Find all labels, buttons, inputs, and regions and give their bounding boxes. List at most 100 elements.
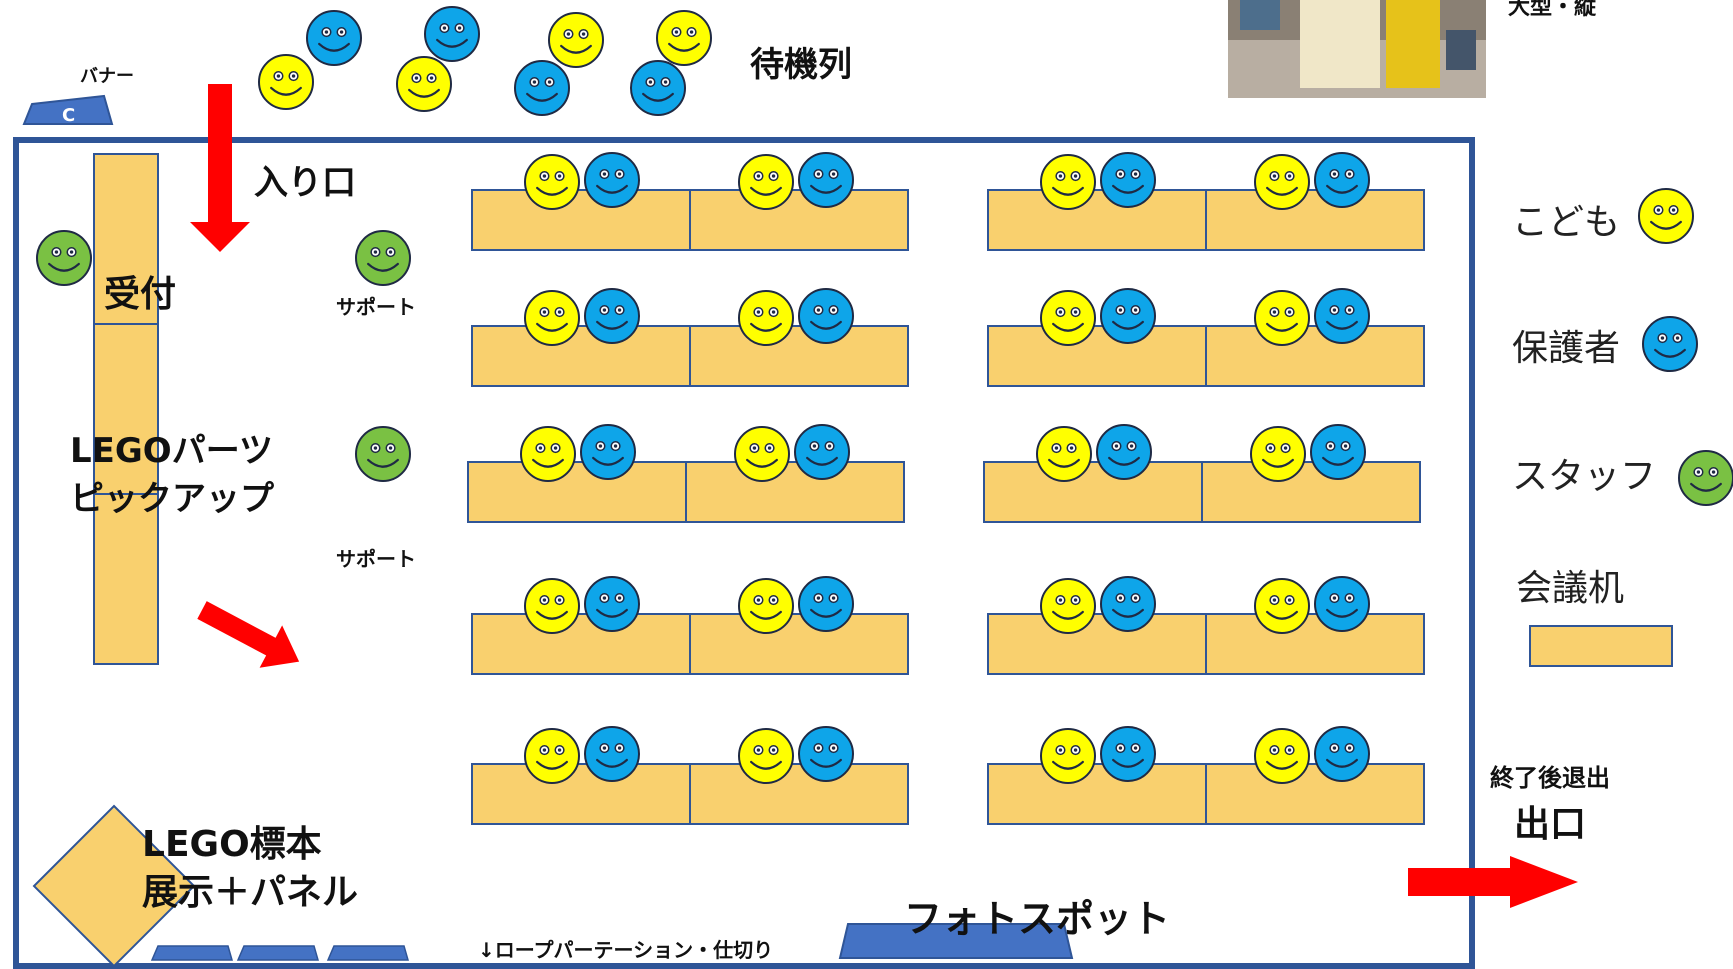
table-r1-b1-2 — [689, 189, 909, 251]
smiley-face-icon — [738, 290, 794, 346]
legend-guardian-label: 保護者 — [1512, 328, 1620, 369]
smiley-face-icon — [580, 424, 636, 480]
waiting-line-label: 待機列 — [750, 45, 852, 85]
smiley-face-icon — [524, 154, 580, 210]
smiley-face-icon — [584, 288, 640, 344]
table-r2-b1-1 — [471, 325, 691, 387]
smiley-face-icon — [1314, 576, 1370, 632]
table-r3-b2-2 — [1201, 461, 1421, 523]
photo-spot-stand — [838, 923, 1074, 959]
table-r3-b1-1 — [467, 461, 687, 523]
smiley-face-icon — [396, 56, 452, 112]
smiley-face-icon — [630, 60, 686, 116]
table-r2-b1-2 — [689, 325, 909, 387]
support-label-2: サポート — [336, 547, 416, 571]
conference-tables — [467, 189, 1425, 825]
entrance-label: 入り口 — [254, 163, 356, 203]
table-r5-b1-1 — [471, 763, 691, 825]
smiley-face-icon — [738, 728, 794, 784]
smiley-face-icon — [1100, 152, 1156, 208]
legend-staff-label: スタッフ — [1512, 456, 1656, 497]
smiley-face-icon — [524, 728, 580, 784]
rope-partition-label: ↓ロープパーテーション・仕切り — [478, 938, 773, 962]
smiley-face-icon — [1314, 726, 1370, 782]
support-label-1: サポート — [336, 295, 416, 319]
venue-photo — [1228, 0, 1486, 98]
smiley-face-icon — [1254, 154, 1310, 210]
smiley-face-icon — [738, 578, 794, 634]
smiley-face-icon — [36, 230, 92, 286]
smiley-face-icon — [1100, 726, 1156, 782]
table-r5-b1-2 — [689, 763, 909, 825]
smiley-face-icon — [1642, 316, 1698, 372]
table-r2-b2-2 — [1205, 325, 1425, 387]
arrow-down-icon — [190, 84, 250, 252]
partition-1 — [150, 945, 233, 961]
table-r1-b2-1 — [987, 189, 1207, 251]
lego-parts-label-2: ピックアップ — [70, 479, 274, 519]
room-outline — [13, 137, 1475, 969]
table-r2-b2-1 — [987, 325, 1207, 387]
lego-sample-display — [32, 804, 196, 968]
smiley-face-icon — [1036, 426, 1092, 482]
smiley-face-icon — [1314, 152, 1370, 208]
exit-label: 出口 — [1514, 804, 1586, 845]
parts-table-lower — [93, 493, 159, 665]
table-r4-b2-1 — [987, 613, 1207, 675]
smiley-face-icon — [306, 10, 362, 66]
smiley-face-icon — [798, 288, 854, 344]
banner-label: バナー — [80, 66, 134, 87]
smiley-face-icon — [738, 154, 794, 210]
smiley-face-icon — [584, 726, 640, 782]
smiley-face-icon — [798, 152, 854, 208]
smiley-face-icon — [1100, 576, 1156, 632]
smiley-face-icon — [1638, 188, 1694, 244]
smiley-face-icon — [514, 60, 570, 116]
smiley-face-icon — [584, 576, 640, 632]
legend-table-label: 会議机 — [1516, 568, 1624, 609]
smiley-face-icon — [1314, 288, 1370, 344]
partition-3 — [326, 945, 409, 961]
partition-2 — [236, 945, 319, 961]
smiley-face-icon — [524, 578, 580, 634]
table-r4-b1-1 — [471, 613, 691, 675]
photo-caption: 大型・縦 — [1508, 0, 1597, 20]
table-r5-b2-1 — [987, 763, 1207, 825]
smiley-face-icon — [548, 12, 604, 68]
smiley-face-icon — [1040, 728, 1096, 784]
legend-child-label: こども — [1512, 202, 1620, 243]
participants — [520, 152, 1370, 784]
reception-label: 受付 — [104, 274, 176, 315]
smiley-face-icon — [1040, 578, 1096, 634]
photo-spot-label: フォトスポット — [904, 897, 1170, 941]
smiley-face-icon — [1254, 578, 1310, 634]
smiley-face-icon — [1678, 450, 1733, 506]
table-r1-b2-2 — [1205, 189, 1425, 251]
table-r5-b2-2 — [1205, 763, 1425, 825]
smiley-face-icon — [355, 426, 411, 482]
lego-sample-label-1: LEGO標本 — [142, 824, 322, 865]
table-r1-b1-1 — [471, 189, 691, 251]
lego-parts-label-1: LEGOパーツ — [70, 431, 273, 471]
smiley-face-icon — [584, 152, 640, 208]
smiley-face-icon — [656, 10, 712, 66]
table-r3-b2-1 — [983, 461, 1203, 523]
smiley-face-icon — [520, 426, 576, 482]
table-r4-b1-2 — [689, 613, 909, 675]
parts-table-upper — [93, 323, 159, 495]
smiley-face-icon — [1100, 288, 1156, 344]
smiley-face-icon — [1310, 424, 1366, 480]
smiley-face-icon — [524, 290, 580, 346]
smiley-face-icon — [1254, 728, 1310, 784]
arrow-diagonal-icon — [197, 601, 300, 668]
legend-table-swatch — [1529, 625, 1673, 667]
lego-sample-label-2: 展示＋パネル — [142, 872, 358, 913]
banner-stand — [22, 94, 114, 125]
smiley-face-icon — [355, 230, 411, 286]
smiley-face-icon — [798, 726, 854, 782]
exit-note-label: 終了後退出 — [1490, 764, 1610, 792]
banner-letter: C — [62, 105, 75, 126]
smiley-face-icon — [798, 576, 854, 632]
smiley-face-icon — [1040, 290, 1096, 346]
